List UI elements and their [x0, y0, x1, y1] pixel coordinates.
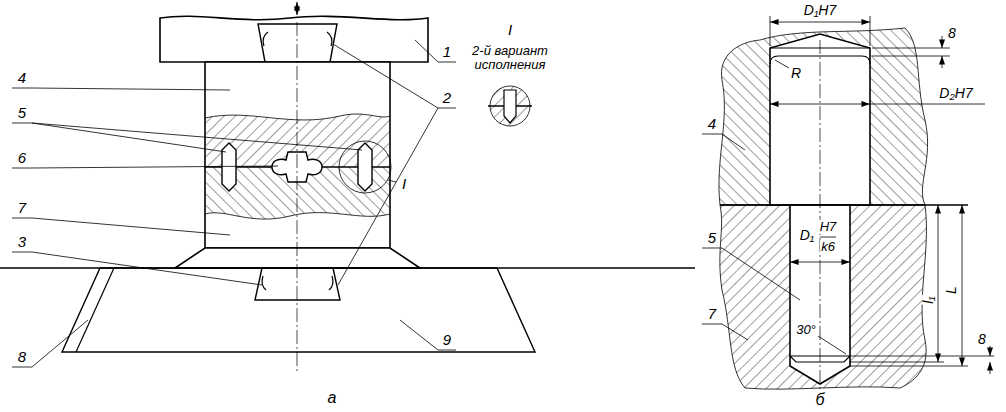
detail-label: I — [507, 22, 513, 39]
dimension-line — [942, 36, 943, 48]
dimension-line — [790, 262, 850, 263]
extension-line — [770, 16, 870, 46]
dimension-line — [962, 205, 963, 366]
motion-arrow — [297, 2, 298, 15]
base — [62, 268, 535, 352]
leader-line — [333, 44, 456, 285]
leader-line — [775, 60, 789, 68]
dimension-text: 8 — [977, 332, 987, 347]
dimension-text: D₁H7 — [803, 3, 837, 18]
leader-line — [12, 218, 230, 235]
leader-line — [12, 88, 230, 90]
dimension-shelf — [870, 104, 985, 105]
callout-number: 8 — [17, 349, 27, 366]
extension-line — [872, 48, 950, 56]
leader-line — [818, 336, 846, 354]
leader-line — [12, 166, 278, 168]
dimension-line — [942, 56, 943, 68]
fraction-bar — [820, 237, 836, 238]
spring-clip — [263, 32, 332, 46]
column-flange — [175, 248, 420, 268]
callout-number: 1 — [442, 44, 452, 61]
variant-note: 2-й вариант исполнения — [454, 44, 566, 73]
callout-number: 7 — [17, 200, 27, 217]
view-a — [0, 2, 695, 372]
dovetail-top — [258, 24, 337, 62]
dimension-text: D₁ — [799, 228, 816, 243]
break-line — [205, 114, 390, 120]
leader-line — [702, 324, 748, 340]
angle-text: 30° — [795, 323, 817, 337]
leader-line — [12, 123, 362, 152]
callout-number: 3 — [17, 234, 27, 251]
extension-line — [850, 356, 994, 366]
wedge-edge — [76, 268, 114, 352]
detail-label: I — [401, 176, 407, 193]
view-b — [702, 16, 994, 390]
dimension-text: L — [944, 285, 959, 295]
leader-line — [12, 320, 88, 367]
callout-number: 6 — [17, 150, 27, 167]
dimension-text: 8 — [947, 26, 957, 41]
upper-part-section — [719, 28, 928, 205]
dowel-pin — [222, 143, 236, 191]
dowel-pin — [504, 90, 516, 123]
dimension-line — [938, 205, 939, 362]
column — [205, 62, 390, 248]
callout-number: 7 — [707, 306, 717, 323]
joint-line — [720, 204, 968, 206]
fit-tolerance: H7 — [819, 220, 838, 234]
dovetail-bottom — [255, 268, 340, 300]
leader-line — [12, 252, 262, 285]
leader-line — [415, 40, 456, 62]
dimension-text: D₂H7 — [938, 86, 973, 101]
callout-number: 9 — [442, 332, 452, 349]
leader-line — [388, 180, 396, 182]
dimension-line — [770, 104, 870, 105]
dimension-line — [770, 22, 870, 23]
callout-number: 4 — [17, 70, 27, 87]
spring-clip — [262, 276, 333, 290]
fit-tolerance: k6 — [820, 240, 836, 254]
leader-line — [400, 320, 456, 350]
callout-number: 5 — [17, 105, 27, 122]
radius-text: R — [790, 66, 802, 81]
dimension-line — [990, 346, 991, 356]
leader-line — [702, 134, 745, 150]
dimension-text: l₁ — [921, 295, 936, 305]
lower-part-section — [720, 205, 927, 389]
callout-number: 5 — [707, 230, 717, 247]
dimension-line — [990, 362, 991, 374]
leader-line — [702, 248, 800, 300]
callout-number: 4 — [707, 116, 717, 133]
break-line — [205, 213, 390, 219]
view-label: а — [327, 389, 338, 407]
callout-number: 2 — [442, 90, 452, 107]
view-label: б — [815, 391, 826, 409]
center-line — [297, 22, 298, 372]
upper-plate — [160, 16, 428, 62]
